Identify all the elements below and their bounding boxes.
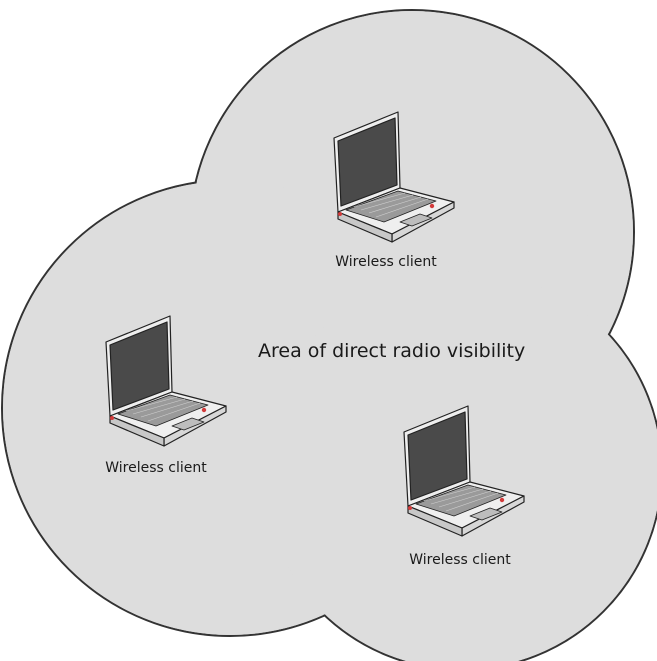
laptop-icon <box>105 315 227 447</box>
client-label: Wireless client <box>409 552 511 568</box>
client-label: Wireless client <box>105 460 207 476</box>
laptop-icon <box>403 405 525 537</box>
area-label: Area of direct radio visibility <box>258 340 526 362</box>
laptop-icon <box>333 111 455 243</box>
client-label: Wireless client <box>335 254 437 270</box>
